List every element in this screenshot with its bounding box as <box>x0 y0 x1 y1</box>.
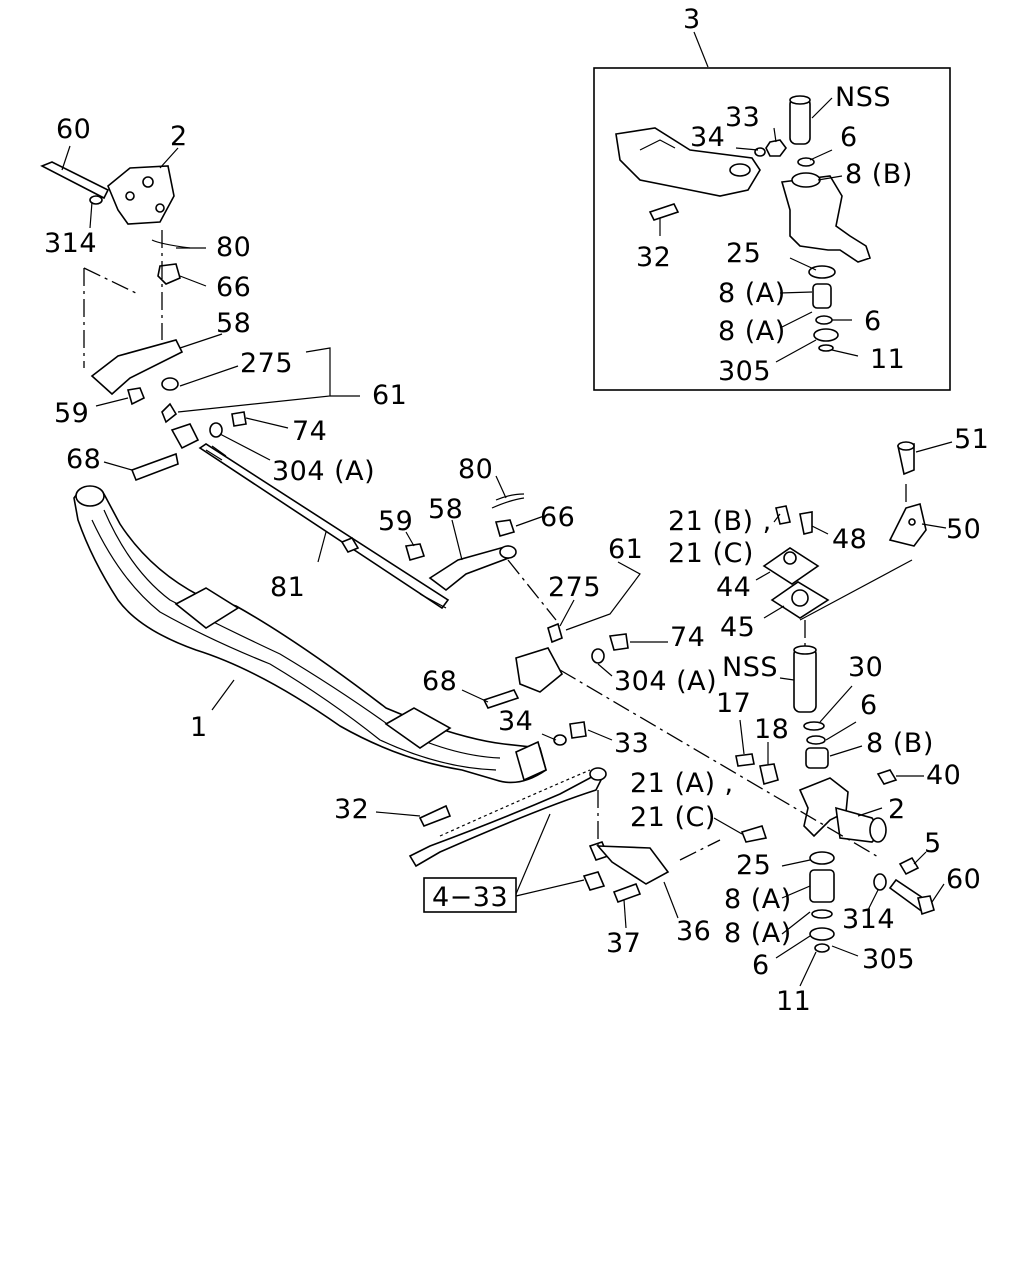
callout-60-left: 60 <box>56 114 91 145</box>
callout-74-left: 74 <box>292 416 327 447</box>
callout-275-middle: 275 <box>548 572 601 603</box>
callout-68-middle: 68 <box>422 666 457 697</box>
callout-275-left: 275 <box>240 348 293 379</box>
callout-21a: 21 (A) , <box>630 768 734 799</box>
reference-box-4-33 <box>423 877 517 913</box>
axle-end-sketch <box>615 127 761 197</box>
callout-8a-inset-2: 8 (A) <box>718 316 786 347</box>
callout-30: 30 <box>848 652 883 683</box>
callout-2-left: 2 <box>170 121 188 152</box>
callout-32-middle: 32 <box>334 794 369 825</box>
callout-6-right: 6 <box>860 690 878 721</box>
callout-314-right: 314 <box>842 904 895 935</box>
knuckle-2 <box>798 777 849 838</box>
callout-21c-upper: 21 (C) <box>668 538 754 569</box>
callout-6-inset: 6 <box>840 122 858 153</box>
callout-8a-right-1: 8 (A) <box>724 884 792 915</box>
pitman-arm-36 <box>596 845 670 885</box>
callout-58-left: 58 <box>216 308 251 339</box>
callout-33-middle: 33 <box>614 728 649 759</box>
callout-25-inset: 25 <box>726 238 761 269</box>
callout-50: 50 <box>946 514 981 545</box>
bracket-50 <box>888 502 927 547</box>
callout-6-inset-2: 6 <box>864 306 882 337</box>
callout-305-inset: 305 <box>718 356 771 387</box>
callout-59-left: 59 <box>54 398 89 429</box>
callout-8a-inset-1: 8 (A) <box>718 278 786 309</box>
callout-304a-middle: 304 (A) <box>614 666 717 697</box>
drag-link-group: 34 33 32 4−33 37 36 <box>334 706 721 959</box>
callout-80-middle: 80 <box>458 454 493 485</box>
callout-66-middle: 66 <box>540 502 575 533</box>
callout-58-middle: 58 <box>428 494 463 525</box>
left-steering-arm-group: 60 2 314 80 66 58 275 61 59 74 68 304 (A… <box>40 114 407 487</box>
callout-1: 1 <box>190 712 208 743</box>
right-knuckle-group: 51 50 21 (B) , 21 (C) 48 44 45 NSS 30 6 … <box>559 424 989 1017</box>
knuckle-sketch <box>780 175 872 263</box>
callout-8b-right: 8 (B) <box>866 728 934 759</box>
callout-25-right: 25 <box>736 850 771 881</box>
axle-beam-1: 1 <box>73 485 547 784</box>
inset-frame <box>593 67 951 391</box>
callout-11-right: 11 <box>776 986 811 1017</box>
callout-2-right: 2 <box>888 794 906 825</box>
callout-11-inset: 11 <box>870 344 905 375</box>
spring-pad-right <box>384 707 452 749</box>
callout-6-right-2: 6 <box>752 950 770 981</box>
callout-51: 51 <box>954 424 989 455</box>
callout-8b-inset: 8 (B) <box>845 159 913 190</box>
callout-74-middle: 74 <box>670 622 705 653</box>
callout-5: 5 <box>924 828 942 859</box>
callout-18: 18 <box>754 714 789 745</box>
callout-36: 36 <box>676 916 711 947</box>
bracket-2 <box>107 165 175 225</box>
callout-37: 37 <box>606 928 641 959</box>
callout-68-left: 68 <box>66 444 101 475</box>
callout-66-left: 66 <box>216 272 251 303</box>
cap-44 <box>762 547 820 585</box>
callout-80-left: 80 <box>216 232 251 263</box>
spring-pad-left <box>174 587 240 629</box>
callout-48: 48 <box>832 524 867 555</box>
callout-305-right: 305 <box>862 944 915 975</box>
callout-61-middle: 61 <box>608 534 643 565</box>
callout-59-middle: 59 <box>378 506 413 537</box>
callout-nss-right: NSS <box>722 652 778 683</box>
callout-34-middle: 34 <box>498 706 533 737</box>
callout-3: 3 <box>683 4 701 35</box>
callout-60-right: 60 <box>946 864 981 895</box>
callout-304a-left: 304 (A) <box>272 456 375 487</box>
callout-45: 45 <box>720 612 755 643</box>
inset-assembly-3: 3 NSS 33 3 <box>593 4 951 391</box>
callout-4-33: 4−33 <box>432 882 508 913</box>
callout-21b: 21 (B) , <box>668 506 772 537</box>
callout-8a-right-2: 8 (A) <box>724 918 792 949</box>
kingpin-30 <box>793 647 817 713</box>
callout-32-inset: 32 <box>636 242 671 273</box>
callout-33-inset: 33 <box>725 102 760 133</box>
callout-81: 81 <box>270 572 305 603</box>
callout-61-left: 61 <box>372 380 407 411</box>
callout-44: 44 <box>716 572 751 603</box>
callout-17: 17 <box>716 688 751 719</box>
middle-arm-group: 80 59 58 66 61 275 74 68 304 (A) <box>378 454 717 709</box>
callout-21c-lower: 21 (C) <box>630 802 716 833</box>
tie-rod-81: 81 <box>198 443 450 610</box>
callout-314-left: 314 <box>44 228 97 259</box>
kingpin <box>789 97 811 145</box>
callout-34-inset: 34 <box>690 122 725 153</box>
callout-40: 40 <box>926 760 961 791</box>
callout-nss-inset: NSS <box>835 82 891 113</box>
arm-58-left <box>90 339 184 396</box>
